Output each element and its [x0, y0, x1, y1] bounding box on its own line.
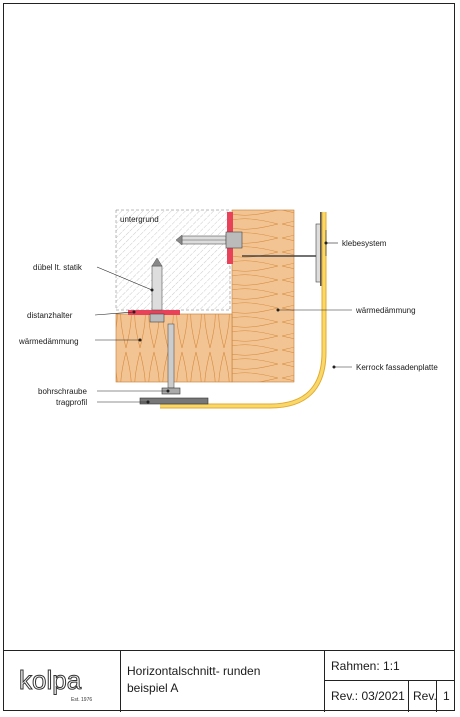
- label-distanzhalter: distanzhalter: [27, 311, 73, 320]
- substrate-hatch: [115, 209, 231, 311]
- revision-label: Rev.: [413, 689, 437, 703]
- label-bohrschraube: bohrschraube: [38, 387, 87, 396]
- logo-wordmark: kolpa: [19, 665, 82, 695]
- divider: [408, 680, 409, 712]
- title-line-1: Horizontalschnitt- runden: [127, 664, 261, 678]
- label-kerrock: Kerrock fassadenplatte: [356, 363, 438, 372]
- revision-date: Rev.: 03/2021: [331, 689, 405, 703]
- label-waermedaemmung-left: wärmedämmung: [18, 337, 79, 346]
- label-tragprofil: tragprofil: [56, 398, 87, 407]
- label-untergrund: untergrund: [120, 215, 159, 224]
- drawing-sheet: [3, 3, 455, 711]
- insulation-right-pattern: [232, 210, 294, 382]
- leader-lines: [94, 230, 352, 404]
- divider: [436, 680, 437, 712]
- title-block: kolpa Est. 1976 Horizontalschnitt- runde…: [3, 650, 455, 712]
- section-drawing: untergrund dübel lt. statik distanzhalte…: [18, 209, 438, 409]
- drawing-title: Horizontalschnitt- runden beispiel A: [127, 663, 260, 697]
- company-logo: kolpa Est. 1976: [3, 651, 121, 712]
- logo-graphic: kolpa Est. 1976: [19, 665, 93, 704]
- label-duebel: dübel lt. statik: [33, 263, 83, 272]
- revision-number: 1: [443, 689, 450, 703]
- divider: [324, 680, 455, 681]
- horizontal-anchor: [175, 231, 243, 249]
- title-line-2: beispiel A: [127, 681, 179, 695]
- support-profile: [139, 323, 209, 405]
- logo-est: Est. 1976: [71, 697, 92, 703]
- divider: [324, 651, 325, 712]
- label-klebesystem: klebesystem: [342, 239, 387, 248]
- scale-text: Rahmen: 1:1: [331, 659, 400, 673]
- spacer-bracket: [128, 310, 180, 315]
- label-waermedaemmung-right: wärmedämmung: [355, 306, 416, 315]
- vertical-dowel: [149, 257, 165, 323]
- kerrock-panel-inner: [160, 212, 326, 408]
